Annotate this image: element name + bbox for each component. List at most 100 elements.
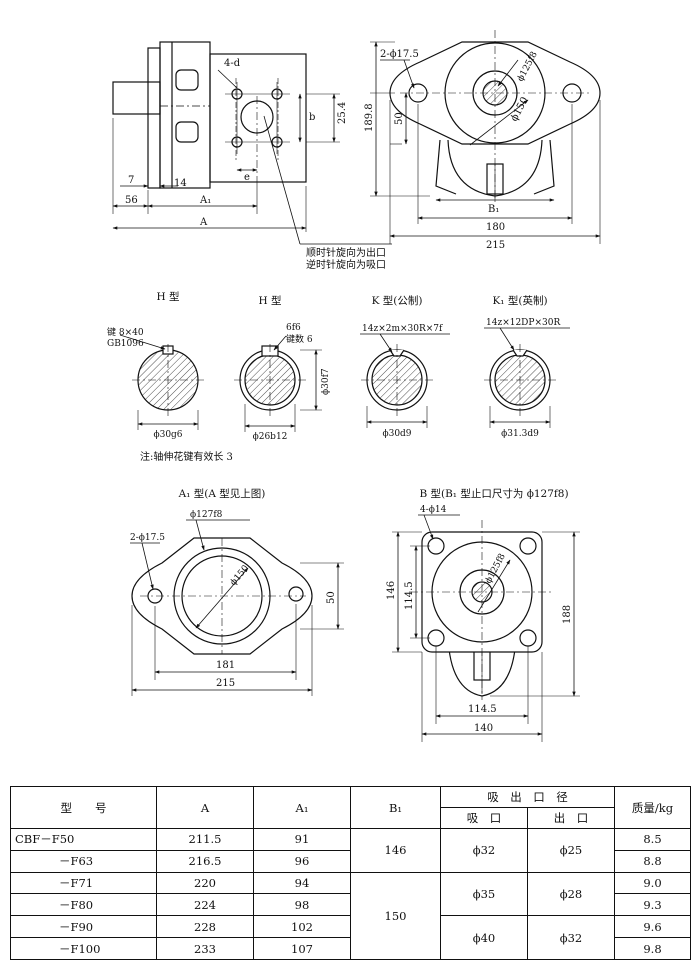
cell-outlet: ϕ32 (527, 915, 615, 960)
label-holes-4d: 4-d (224, 58, 241, 69)
b-view (392, 514, 580, 742)
note-clockwise: 顺时针旋向为出口 (306, 246, 386, 259)
cell-a1: 94 (253, 871, 351, 895)
cell-suction: ϕ32 (440, 828, 528, 873)
a1-dim215: 215 (216, 678, 235, 689)
cell-a1: 102 (253, 915, 351, 939)
shaft1-dia: ϕ30g6 (153, 430, 182, 440)
cell-outlet: ϕ25 (527, 828, 615, 873)
header-port: 吸 出 口 径 (440, 786, 615, 808)
cell-a: 224 (156, 893, 254, 917)
label-b-dim: b (309, 112, 315, 123)
label-side-50: 50 (394, 112, 405, 125)
shaft-h-keyed (119, 334, 204, 430)
cell-mass: 9.0 (614, 871, 691, 895)
a1-dia150: ϕ150 (229, 563, 252, 587)
cell-model: －F71 (10, 871, 157, 895)
shaft2-title: H 型 (259, 294, 282, 307)
b-dim114-v: 114.5 (404, 581, 415, 610)
label-side-b1: B₁ (488, 204, 499, 215)
label-side-holes: 2-ϕ17.5 (380, 49, 419, 60)
a1-title: A₁ 型(A 型见上图) (178, 487, 266, 500)
a1-view (130, 519, 344, 696)
shaft3-title: K 型(公制) (372, 294, 423, 307)
header-mass: 质量/kg (614, 786, 691, 829)
shaft4-title: K₁ 型(英制) (492, 294, 547, 307)
side-view (370, 30, 601, 244)
cell-b1: 146 (350, 828, 441, 873)
cell-b1: 150 (350, 871, 441, 961)
cell-a: 233 (156, 937, 254, 960)
shaft4-dia: ϕ31.3d9 (501, 429, 539, 439)
b-dim114-h: 114.5 (468, 704, 497, 715)
label-a-dim: A (199, 217, 208, 228)
table-row: －F100 233 107 9.8 (10, 937, 691, 960)
cell-a1: 96 (253, 849, 351, 873)
label-14: 14 (174, 178, 187, 189)
b-dim140: 140 (474, 723, 493, 734)
label-a1-dim: A₁ (199, 195, 211, 206)
shaft1-std: GB1096 (107, 339, 144, 349)
b-dim146: 146 (386, 581, 397, 600)
label-7: 7 (128, 175, 134, 186)
cell-mass: 9.8 (614, 937, 691, 960)
cell-mass: 9.6 (614, 915, 691, 939)
shaft-h-spline (234, 335, 322, 432)
cell-mass: 8.5 (614, 828, 691, 851)
header-outlet: 出 口 (527, 807, 615, 829)
a1-dim181: 181 (216, 660, 235, 671)
cell-a: 228 (156, 915, 254, 939)
cell-a1: 91 (253, 828, 351, 851)
cell-mass: 8.8 (614, 849, 691, 873)
technical-drawing: 4-d 7 14 56 A₁ A 25.4 b e 顺时针旋向为出口 逆时针旋向… (107, 30, 601, 742)
cell-model: －F80 (10, 893, 157, 917)
label-25-4: 25.4 (337, 102, 348, 124)
shaft-k1-imperial (484, 327, 570, 428)
a1-holes: 2-ϕ17.5 (130, 533, 165, 543)
header-b1: B₁ (350, 786, 441, 829)
a1-dim50: 50 (326, 591, 337, 604)
shaft-labels: H 型 键 8×40 GB1096 ϕ30g6 H 型 6f6 键数 6 ϕ30… (107, 290, 560, 463)
front-view (112, 41, 392, 245)
b-title: B 型(B₁ 型止口尺寸为 ϕ127f8) (419, 487, 568, 500)
header-suction: 吸 口 (440, 807, 528, 829)
cell-model: －F63 (10, 849, 157, 873)
shaft-note: 注:轴伸花键有效长 3 (140, 450, 233, 463)
cell-a1: 98 (253, 893, 351, 917)
shaft3-spec: 14z×2m×30R×7f (362, 324, 443, 334)
cell-mass: 9.3 (614, 893, 691, 917)
shaft2-dia: ϕ26b12 (253, 432, 288, 442)
cell-suction: ϕ35 (440, 871, 528, 917)
spec-table: 型 号 A A₁ B₁ 吸 出 口 径 质量/kg 吸 口 出 口 CBF－F5… (10, 786, 691, 961)
cell-a1: 107 (253, 937, 351, 960)
header-model: 型 号 (10, 786, 157, 829)
label-56: 56 (125, 195, 138, 206)
table-row: －F71 220 94 150 ϕ35 ϕ28 9.0 (10, 871, 691, 961)
cell-a: 211.5 (156, 828, 254, 851)
cell-a: 220 (156, 871, 254, 895)
a1-pilot: ϕ127f8 (190, 510, 223, 520)
header-a: A (156, 786, 254, 829)
label-side-189-8: 189.8 (364, 103, 375, 132)
shaft-sections (119, 327, 570, 432)
label-e-dim: e (244, 172, 250, 183)
b-dim188: 188 (562, 605, 573, 624)
shaft3-dia: ϕ30d9 (382, 429, 411, 439)
cell-model: CBF－F50 (10, 828, 157, 851)
table-row: CBF－F50 211.5 91 146 ϕ32 ϕ25 8.5 (10, 828, 691, 873)
cell-a: 216.5 (156, 849, 254, 873)
shaft1-title: H 型 (157, 290, 180, 303)
shaft2-side: ϕ30f7 (321, 368, 331, 395)
a1-labels: A₁ 型(A 型见上图) 2-ϕ17.5 ϕ127f8 ϕ150 50 181 … (130, 487, 337, 689)
cell-suction: ϕ40 (440, 915, 528, 960)
front-view-labels: 4-d 7 14 56 A₁ A 25.4 b e 顺时针旋向为出口 逆时针旋向… (125, 58, 386, 271)
cell-outlet: ϕ28 (527, 871, 615, 917)
table-row: －F63 216.5 96 8.8 (10, 849, 691, 873)
shaft-k-metric (360, 333, 450, 428)
header-a1: A₁ (253, 786, 351, 829)
label-side-180: 180 (486, 222, 505, 233)
shaft2-spec: 6f6 (286, 323, 301, 333)
shaft4-spec: 14z×12DP×30R (486, 318, 560, 328)
cell-model: －F90 (10, 915, 157, 939)
shaft2-keys: 键数 6 (286, 333, 313, 345)
